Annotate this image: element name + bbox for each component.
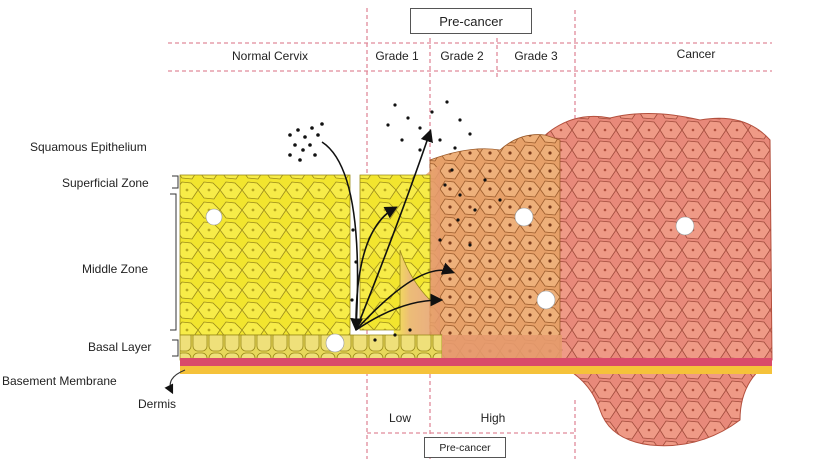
basement-membrane bbox=[180, 358, 772, 366]
grade2-label: Grade 2 bbox=[440, 49, 484, 63]
dermis-label: Dermis bbox=[138, 397, 176, 411]
normal-cervix-label: Normal Cervix bbox=[231, 49, 309, 63]
cancer-label: Cancer bbox=[676, 47, 716, 61]
basal-layer-cells-grade bbox=[442, 335, 562, 360]
precancer-footer-label: Pre-cancer bbox=[439, 441, 491, 454]
squamous-epithelium-label: Squamous Epithelium bbox=[30, 140, 147, 154]
cell-voids bbox=[205, 207, 695, 353]
normal-epithelium-left bbox=[179, 174, 351, 336]
precancer-footer-box: Pre-cancer bbox=[424, 437, 506, 458]
basal-layer-label: Basal Layer bbox=[88, 340, 152, 354]
grade-tissue bbox=[429, 134, 561, 363]
high-risk-label: High bbox=[480, 411, 506, 425]
basement-membrane-label: Basement Membrane bbox=[2, 374, 117, 388]
cancer-tissue bbox=[539, 113, 773, 447]
precancer-header-label: Pre-cancer bbox=[439, 13, 503, 29]
dermis-pointer-arrow bbox=[164, 369, 186, 395]
infection-arrows bbox=[321, 128, 455, 332]
middle-zone-label: Middle Zone bbox=[82, 262, 149, 276]
virus-particles bbox=[288, 100, 502, 342]
layer-brackets bbox=[170, 175, 179, 357]
dermis-layer bbox=[180, 366, 772, 374]
precancer-header-box: Pre-cancer bbox=[410, 8, 532, 34]
superficial-zone-label: Superficial Zone bbox=[62, 176, 149, 190]
low-risk-label: Low bbox=[388, 411, 412, 425]
basal-layer-cells bbox=[179, 334, 443, 361]
grade3-label: Grade 3 bbox=[514, 49, 558, 63]
grade1-label: Grade 1 bbox=[375, 49, 419, 63]
